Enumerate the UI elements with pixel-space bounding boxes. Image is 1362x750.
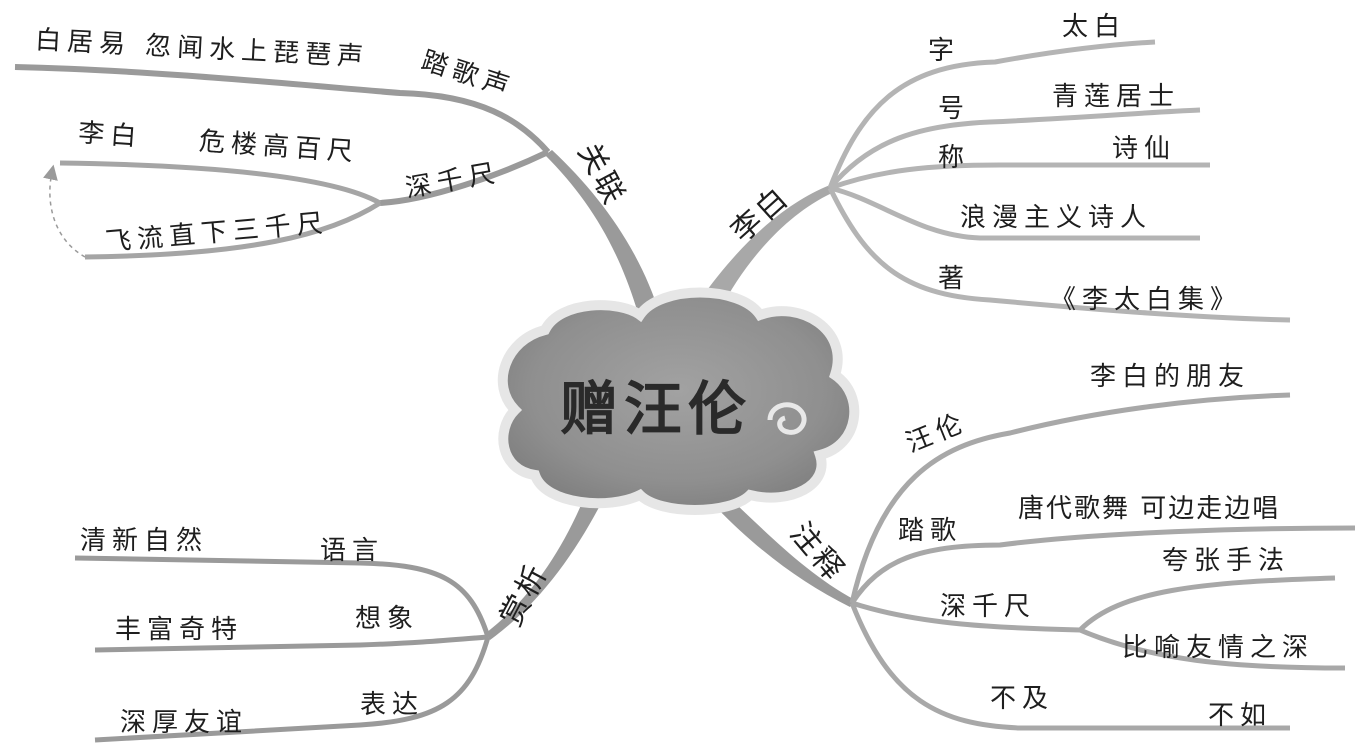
shangxi-biaoda-value: 深厚友谊 (120, 710, 248, 736)
libai-zi-value: 太白 (1062, 14, 1126, 40)
line-kuazhang (1080, 578, 1335, 630)
shangxi-xiangxiang-label: 想象 (355, 606, 419, 632)
shangxi-yuyan-label: 语言 (320, 538, 384, 564)
libai-zhu-value: 《李太白集》 (1050, 287, 1242, 313)
libai-langman-value: 浪漫主义诗人 (960, 205, 1152, 231)
zhushi-biyu-value: 比喻友情之深 (1122, 635, 1314, 661)
zhushi-tage-value: 唐代歌舞 可边走边唱 (1018, 496, 1280, 522)
zhushi-tage-label: 踏歌 (898, 518, 962, 544)
zhushi-shenqianchi-label: 深千尺 (940, 594, 1036, 620)
center-title: 赠汪伦 (560, 380, 752, 438)
zhushi-kuazhang-value: 夸张手法 (1162, 548, 1290, 574)
libai-hao-label: 号 (938, 96, 970, 122)
zhushi-buji-label: 不及 (990, 686, 1054, 712)
libai-hao-value: 青莲居士 (1052, 84, 1180, 110)
line-cheng (830, 165, 1210, 188)
libai-cheng-label: 称 (938, 145, 970, 171)
libai-zhu-label: 著 (938, 266, 970, 292)
libai-cheng-value: 诗仙 (1112, 136, 1176, 162)
dashed-arrow (50, 172, 85, 257)
shangxi-biaoda-label: 表达 (360, 692, 424, 718)
line-libai-weilou (60, 163, 380, 203)
shangxi-yuyan-value: 清新自然 (80, 528, 208, 554)
libai-zi-label: 字 (928, 38, 960, 64)
zhushi-buji-value: 不如 (1208, 703, 1272, 729)
zhushi-wanglun-value: 李白的朋友 (1090, 364, 1250, 390)
shangxi-xiangxiang-value: 丰富奇特 (115, 617, 243, 643)
